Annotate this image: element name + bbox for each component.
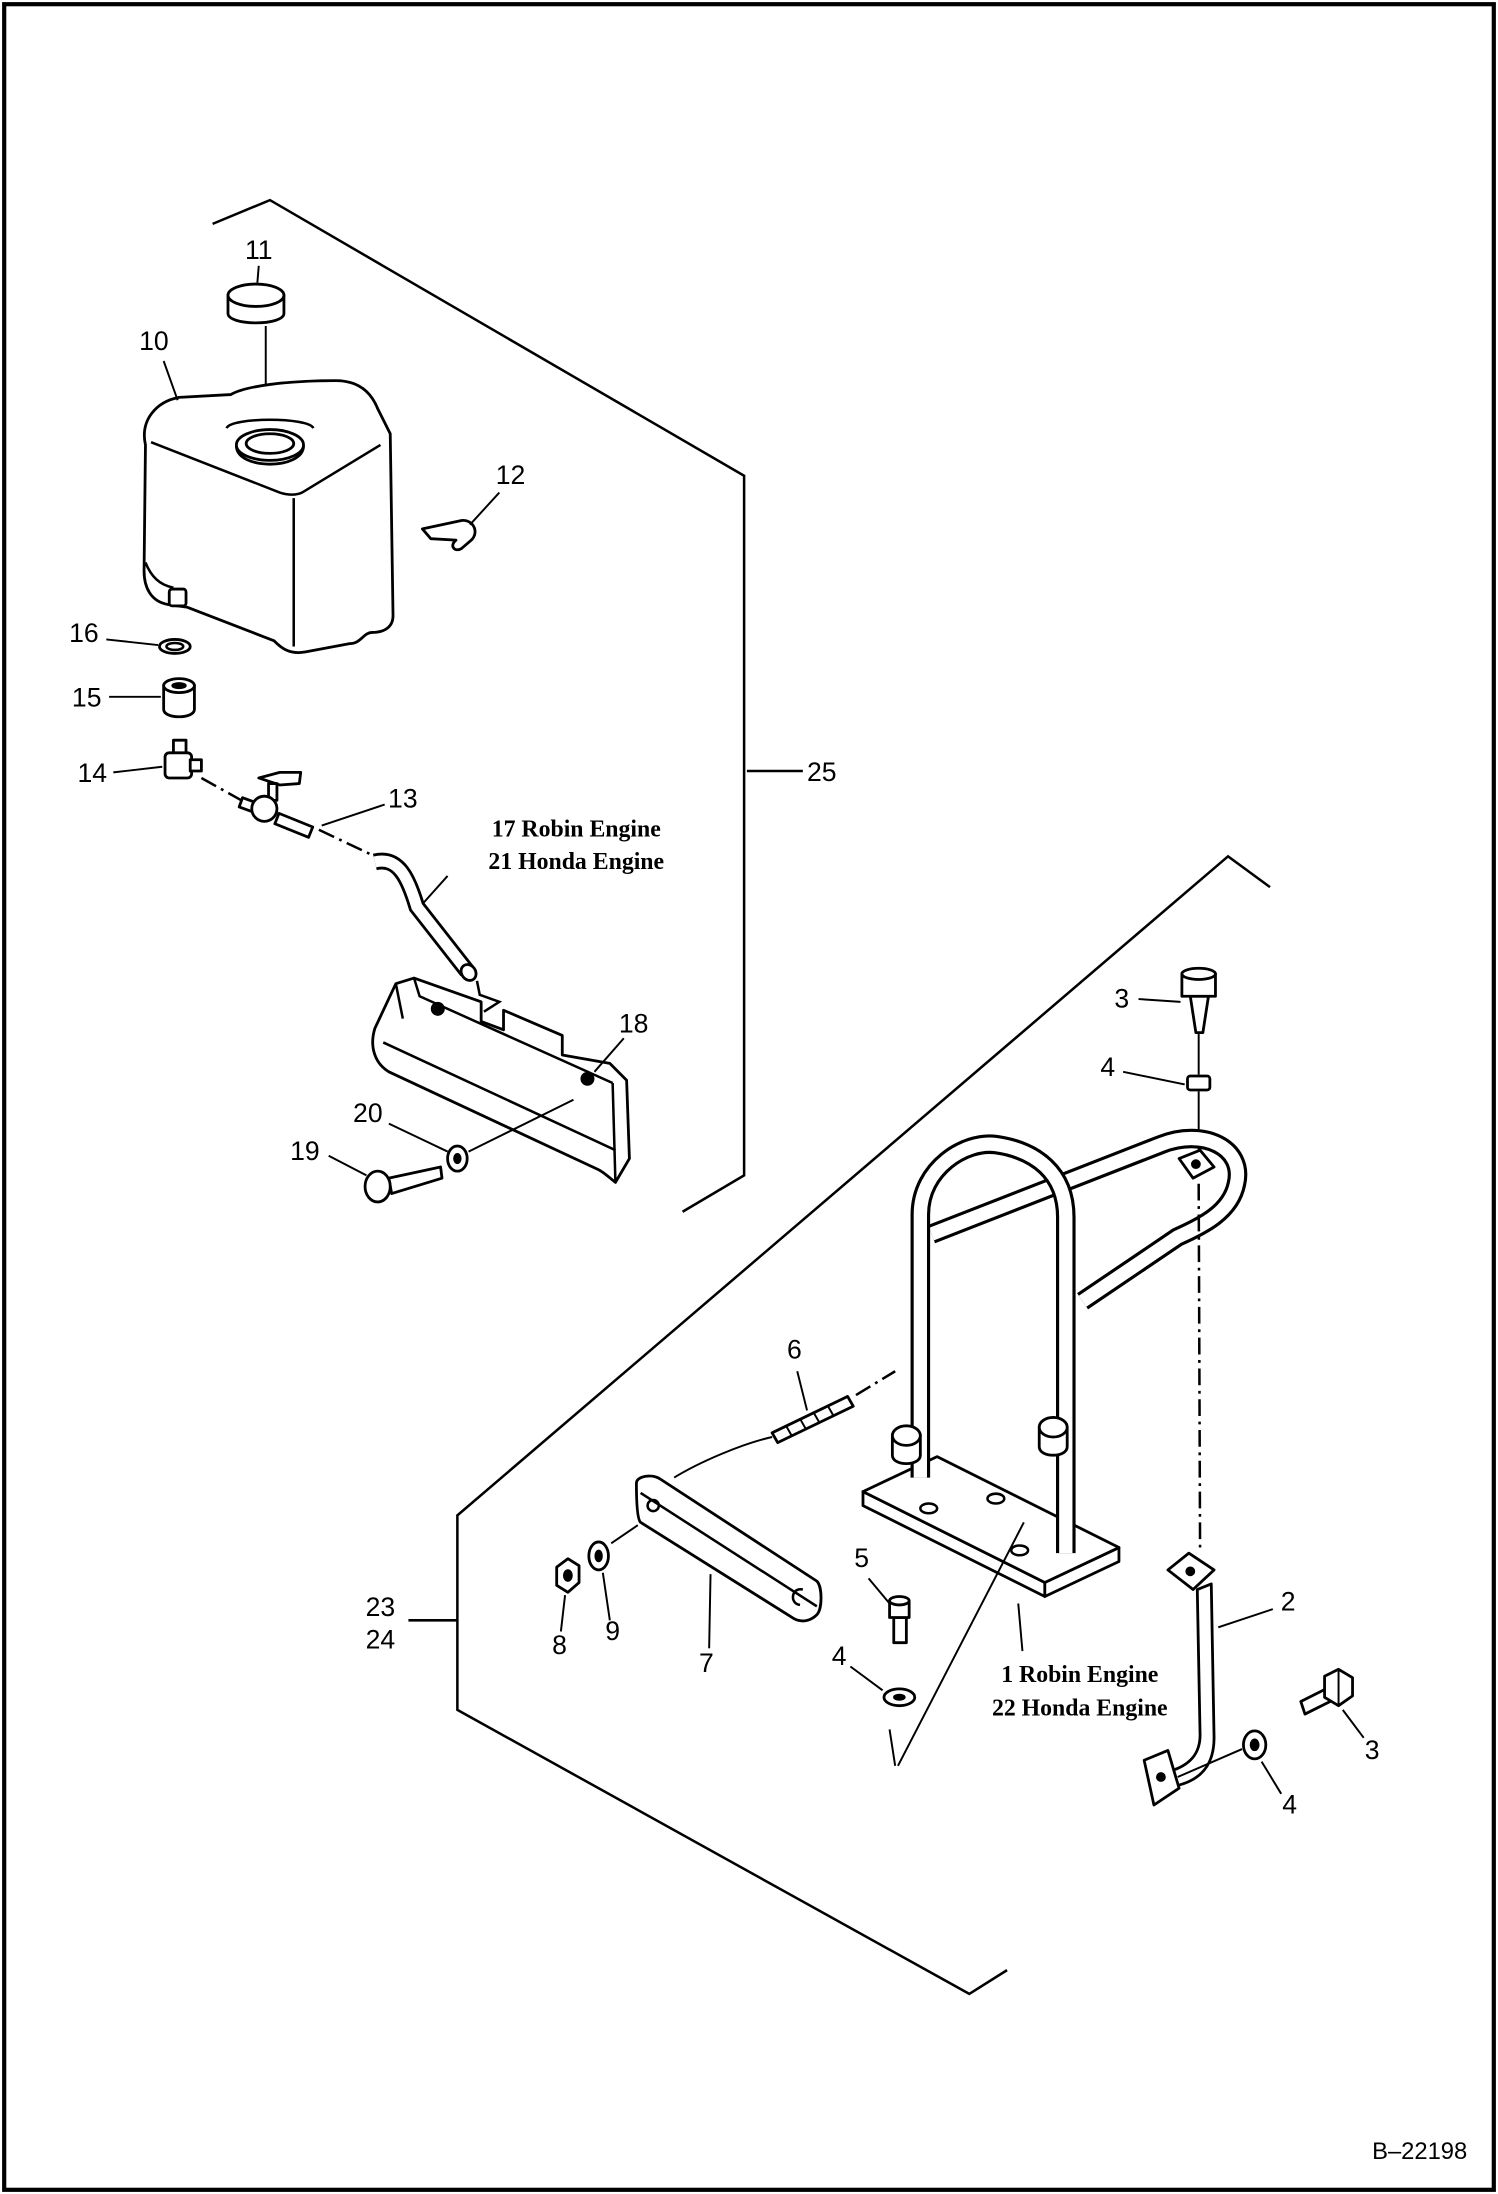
group-callout-23: 23 — [366, 1592, 396, 1622]
tank-part — [142, 379, 395, 654]
fastener-v-line-right — [897, 1521, 1025, 1767]
callout-side-4: 4 — [1282, 1789, 1297, 1819]
group-callout-25: 25 — [807, 757, 837, 787]
leader-mid-4 — [849, 1665, 884, 1692]
leader-6 — [796, 1371, 808, 1411]
callout-7: 7 — [699, 1648, 714, 1678]
callout-11: 11 — [245, 235, 273, 265]
washer-to-bracket-line — [468, 1098, 574, 1153]
callout-20: 20 — [353, 1098, 383, 1128]
callout-16: 16 — [69, 618, 99, 648]
fastener-v-line-left — [888, 1729, 897, 1766]
leader-18 — [593, 1037, 625, 1073]
ring-part — [158, 638, 192, 655]
side-strap-part — [1142, 1551, 1216, 1807]
callout-5: 5 — [854, 1543, 869, 1573]
washer-to-strap-line — [610, 1524, 639, 1545]
group-callout-24: 24 — [366, 1624, 396, 1654]
leader-top-4 — [1122, 1070, 1185, 1086]
callout-12: 12 — [496, 460, 526, 490]
leader-frame — [1017, 1603, 1024, 1652]
callout-19: 19 — [290, 1136, 320, 1166]
frame-label-honda: 22 Honda Engine — [992, 1695, 1168, 1721]
leader-12 — [469, 491, 501, 526]
leader-13 — [321, 803, 385, 827]
side-washer-part — [1242, 1729, 1268, 1761]
leader-top-3 — [1138, 998, 1181, 1003]
loop-clamp-part — [1177, 1148, 1216, 1180]
leader-hose — [423, 875, 449, 904]
right-boss-part — [1037, 1416, 1069, 1457]
top-bolt-part — [1180, 966, 1217, 1035]
leader-side-3 — [1341, 1709, 1365, 1739]
callout-top-4: 4 — [1100, 1052, 1115, 1082]
leader-14 — [113, 765, 163, 774]
bolt-part — [363, 1165, 444, 1204]
callout-9: 9 — [605, 1616, 620, 1646]
strap-to-stud-line — [673, 1436, 773, 1479]
tank-bracket-part — [371, 976, 631, 1184]
stud-to-boss-line — [855, 1370, 896, 1397]
callout-8: 8 — [552, 1630, 567, 1660]
group-bracket-upper — [212, 198, 746, 1213]
strap-part — [635, 1474, 823, 1623]
valve-to-hose-line — [318, 828, 376, 858]
callout-mid-4: 4 — [832, 1641, 847, 1671]
leader-5 — [867, 1577, 891, 1605]
callout-6: 6 — [787, 1335, 802, 1365]
top-washer-part — [1186, 1074, 1212, 1092]
side-bolt-part — [1299, 1667, 1354, 1716]
leader-7 — [708, 1574, 712, 1649]
clamp-to-washer-line — [1177, 1748, 1243, 1778]
stud-part — [770, 1395, 855, 1445]
cap-part — [226, 282, 286, 325]
leader-8 — [559, 1595, 567, 1632]
callout-10: 10 — [139, 326, 169, 356]
strap-washer-part — [587, 1540, 610, 1572]
leader-side-4 — [1260, 1761, 1283, 1795]
callout-18: 18 — [619, 1009, 649, 1039]
left-boss-part — [890, 1424, 922, 1465]
plate-bolt-part — [888, 1595, 911, 1645]
callout-15: 15 — [72, 683, 102, 713]
callout-2: 2 — [1281, 1587, 1296, 1617]
figure-number: B–22198 — [1372, 2138, 1467, 2165]
callout-top-3: 3 — [1114, 983, 1129, 1013]
leader-2 — [1217, 1608, 1274, 1629]
washer-part — [446, 1144, 469, 1173]
frame-handle-part — [910, 1134, 1076, 1554]
leader-19 — [328, 1154, 367, 1177]
group-bracket-lower — [456, 854, 1271, 1996]
valve-part — [237, 770, 315, 839]
sleeve-part — [162, 677, 196, 719]
leader-11 — [256, 265, 260, 283]
leader-9 — [601, 1572, 611, 1621]
plate-washer-part — [882, 1687, 917, 1708]
leader-10 — [162, 360, 179, 401]
leader-16 — [106, 638, 159, 647]
nut-part — [555, 1557, 581, 1594]
hose-part — [372, 852, 478, 982]
callout-14: 14 — [78, 758, 108, 788]
hose-label-honda: 21 Honda Engine — [488, 849, 664, 875]
callout-side-3: 3 — [1365, 1735, 1380, 1765]
hose-label-robin: 17 Robin Engine — [492, 817, 661, 843]
clip-part — [421, 519, 477, 552]
leader-20 — [388, 1122, 449, 1153]
frame-label-robin: 1 Robin Engine — [1001, 1662, 1158, 1688]
elbow-part — [163, 738, 203, 780]
callout-13: 13 — [388, 783, 418, 813]
hose-clip-line — [475, 980, 503, 1013]
